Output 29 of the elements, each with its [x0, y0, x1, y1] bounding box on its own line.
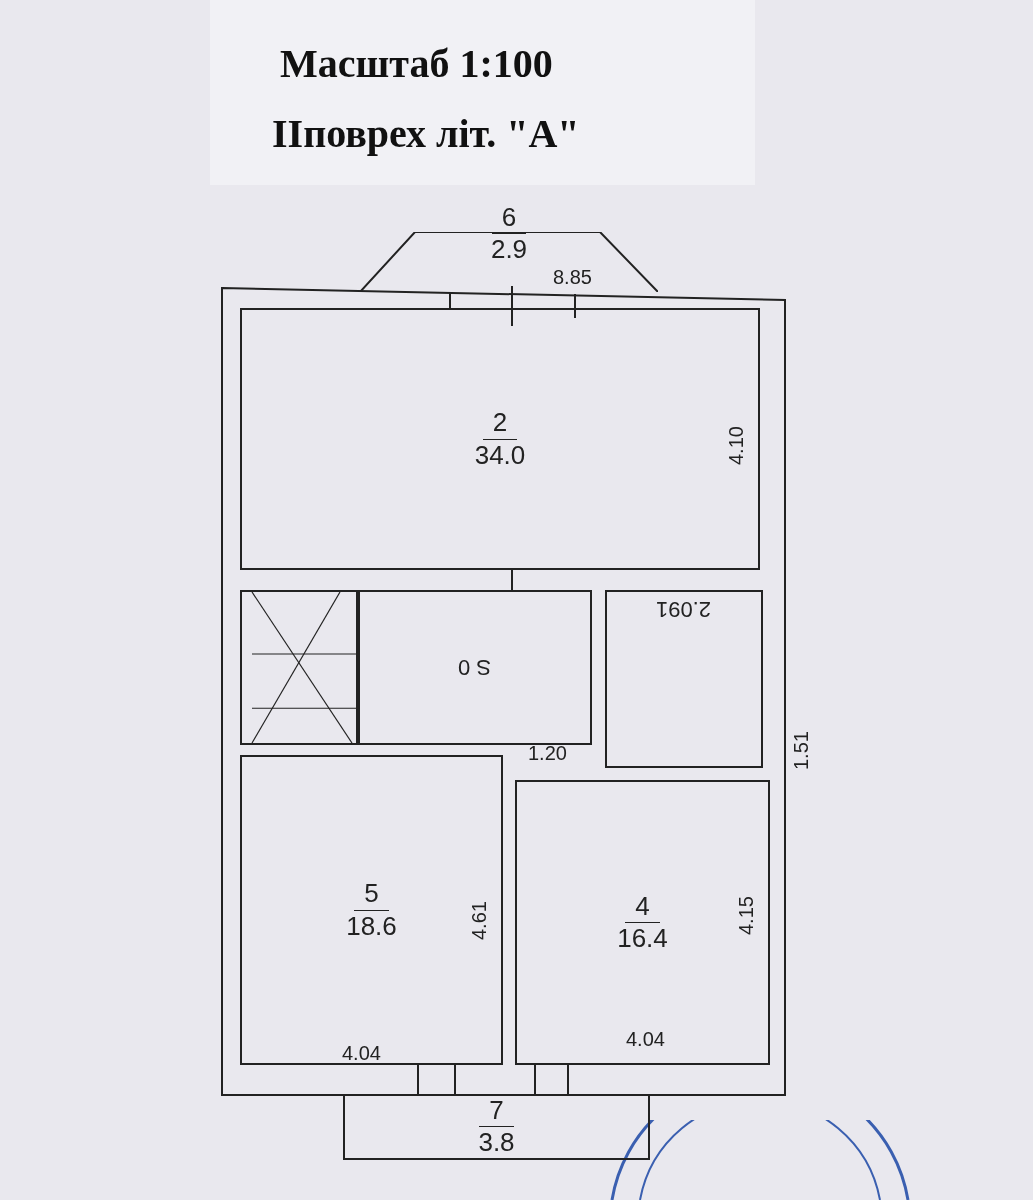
area-value: 3.8 [478, 1127, 515, 1159]
room-outline [515, 780, 770, 1065]
room-number: 7 [479, 1094, 514, 1127]
dimension-text: 4.15 [735, 896, 758, 935]
dimension-text: 1.20 [528, 742, 567, 765]
area-value: 2.9 [490, 234, 528, 266]
room-outline [605, 590, 763, 768]
room-outline [240, 755, 503, 1065]
hall-outline [358, 590, 592, 745]
dimension-text: 8.85 [553, 266, 592, 289]
floor-heading: ІІповрех літ. "А" [272, 110, 580, 157]
room-number: 6 [491, 202, 527, 235]
dimension-text: 2.091 [656, 596, 712, 623]
area-value: 16.4 [617, 923, 668, 955]
scale-heading: Масштаб 1:100 [280, 40, 553, 87]
dimension-text: 4.04 [626, 1028, 665, 1051]
staircase-outline [240, 590, 358, 745]
room-number: 4 [625, 890, 660, 923]
room-number: 2 [482, 407, 518, 440]
dimension-text: 1.51 [790, 731, 813, 770]
balcony-outline [343, 1095, 650, 1160]
dimension-text: 4.04 [342, 1042, 381, 1065]
area-value: 34.0 [474, 439, 526, 471]
dimension-text: 4.10 [725, 426, 748, 465]
dimension-text: 4.61 [468, 901, 491, 940]
dimension-text: S 0 [458, 654, 492, 681]
room-number: 5 [354, 878, 389, 911]
area-value: 18.6 [346, 910, 397, 942]
room-outline [240, 308, 760, 570]
